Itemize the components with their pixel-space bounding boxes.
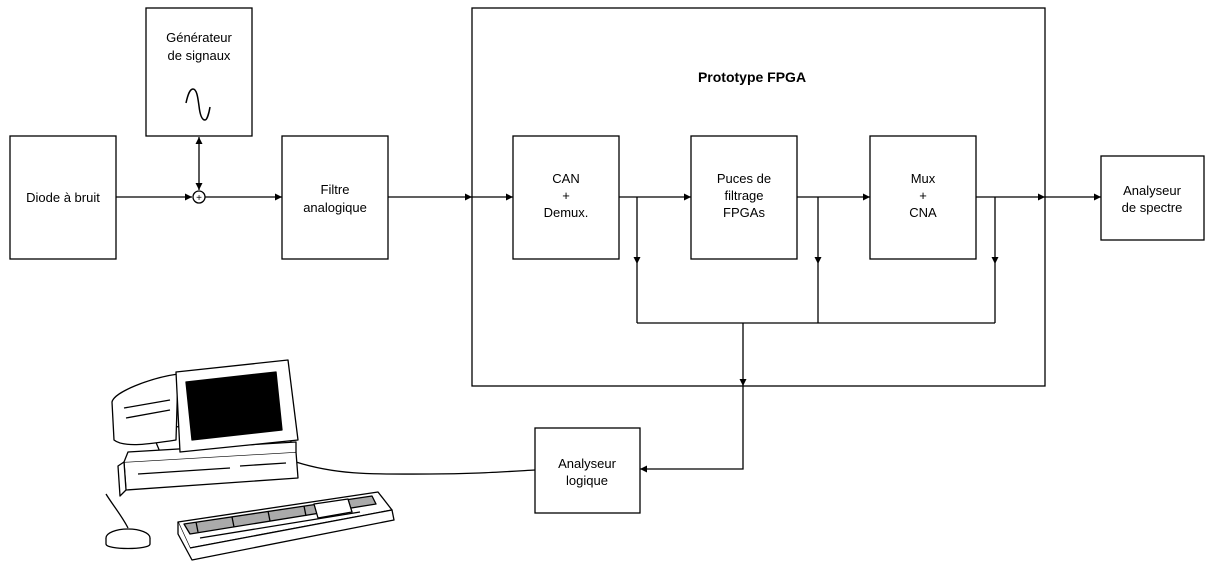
sine-wave-icon [185, 88, 211, 121]
logic-analyzer-block: Analyseur logique [534, 427, 641, 514]
can-label-line1: CAN [552, 171, 579, 186]
can-label-line2: + [562, 188, 570, 203]
puces-label-line3: FPGAs [723, 205, 765, 220]
fpga-chips-block: Puces de filtrage FPGAs [690, 135, 798, 260]
filter-block: Filtre analogique [281, 135, 389, 260]
logique-label-line1: Analyseur [558, 456, 616, 471]
keyboard-icon [177, 491, 395, 561]
mux-cna-block: Mux + CNA [869, 135, 977, 260]
spectrum-analyzer-block: Analyseur de spectre [1100, 155, 1205, 241]
generator-block: Générateur de signaux [145, 7, 253, 137]
computer-icon [105, 359, 395, 561]
can-demux-block: CAN + Demux. [512, 135, 620, 260]
generator-label-line1: Générateur [166, 30, 232, 45]
puces-label-line1: Puces de [717, 171, 771, 186]
logique-label-line2: logique [566, 473, 608, 488]
mux-label-line3: CNA [909, 205, 937, 220]
mux-label-line2: + [919, 188, 927, 203]
arrow-to-logic-analyzer [640, 386, 744, 473]
puces-label-line2: filtrage [724, 188, 763, 203]
diode-block: Diode à bruit [9, 135, 117, 260]
spectre-label-line1: Analyseur [1123, 183, 1181, 198]
connectors [116, 137, 1101, 475]
adder-symbol: + [196, 193, 202, 204]
diode-label: Diode à bruit [26, 190, 100, 205]
mouse-icon [105, 493, 151, 550]
generator-label-line2: de signaux [168, 48, 231, 63]
spectre-label-line2: de spectre [1122, 200, 1183, 215]
mux-label-line1: Mux [911, 171, 936, 186]
filter-label-line1: Filtre [321, 182, 350, 197]
filter-label-line2: analogique [303, 200, 367, 215]
computer-cable [295, 461, 536, 475]
prototype-fpga-title: Prototype FPGA [698, 69, 806, 85]
adder-node: + [192, 190, 206, 204]
can-label-line3: Demux. [544, 205, 589, 220]
